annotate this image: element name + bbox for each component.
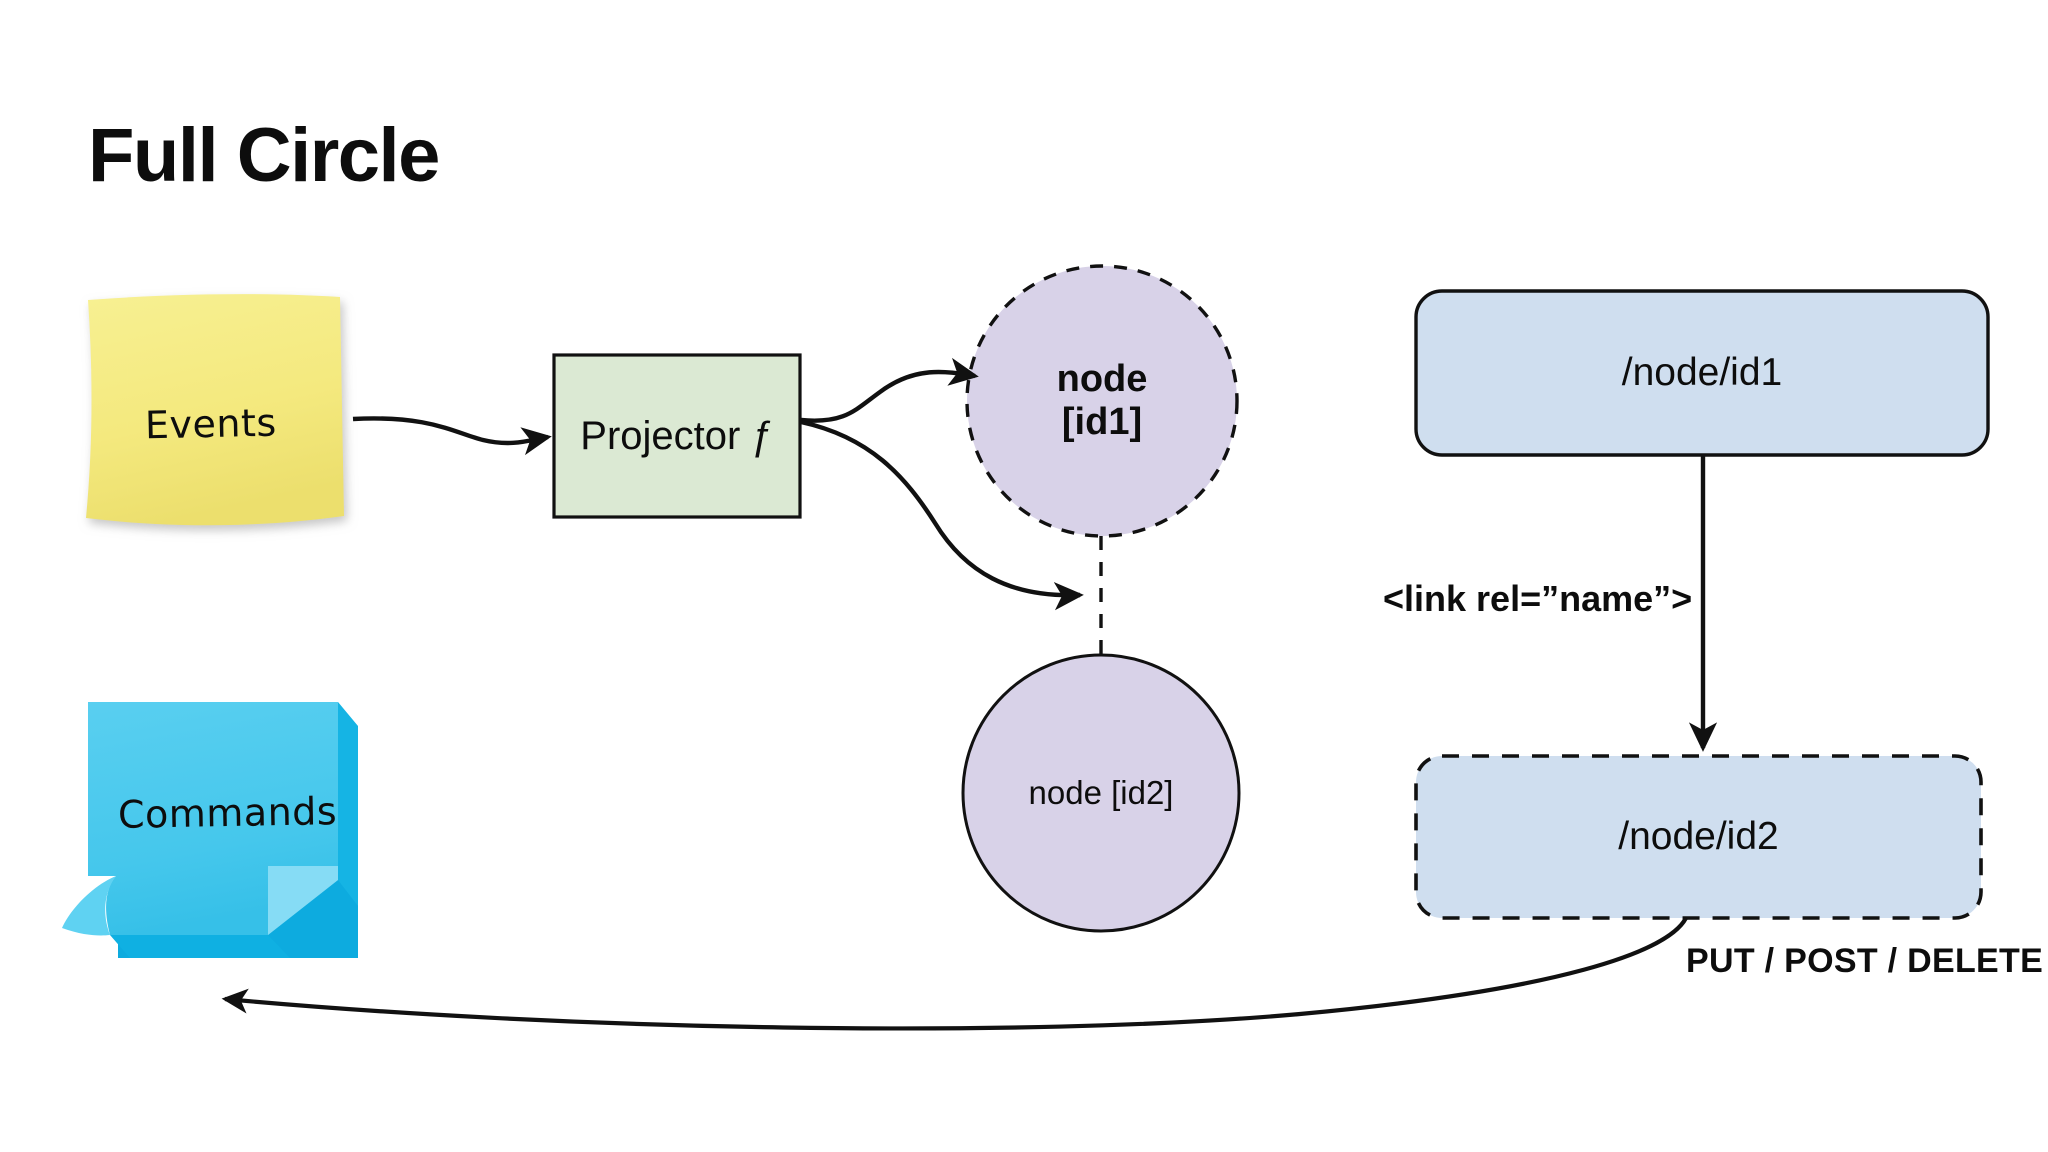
events-sticky-note[interactable] (86, 294, 344, 526)
resource-id1-box[interactable] (1414, 289, 1990, 457)
edge-projector-to-node-id1 (800, 357, 979, 423)
page-title: Full Circle (88, 113, 440, 198)
resource-id2-box[interactable] (1414, 754, 1983, 920)
node-id2-circle[interactable] (961, 653, 1241, 933)
events-note-label: Events (144, 400, 278, 448)
link-rel-edge-label: <link rel=”name”> (1383, 578, 1693, 619)
commands-note-label: Commands (117, 789, 338, 837)
projector-box[interactable] (552, 353, 802, 519)
commands-sticky-note[interactable] (62, 702, 358, 958)
edge-events-to-projector (352, 416, 552, 456)
edge-projector-to-node-link (800, 419, 1084, 611)
node-id1-circle[interactable] (965, 264, 1239, 538)
http-methods-edge-label: PUT / POST / DELETE (1686, 942, 2044, 980)
edge-resource-id2-to-commands (221, 916, 1688, 1031)
